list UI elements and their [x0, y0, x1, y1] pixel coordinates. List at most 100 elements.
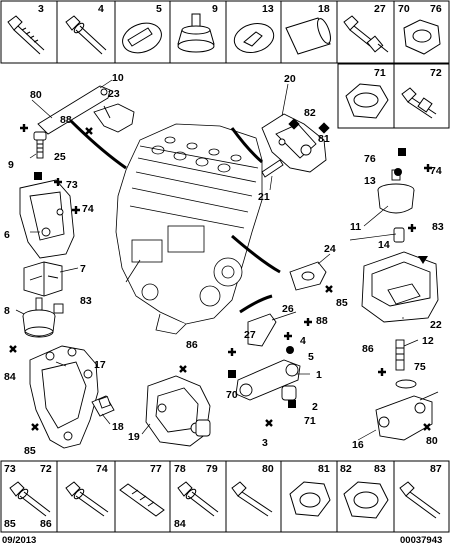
callout-71: 71 [304, 415, 316, 427]
cell-label-3: 3 [38, 3, 44, 15]
callout-75: 75 [414, 361, 426, 373]
cell-label-70: 70 [398, 3, 410, 15]
bottom-row-labels: 73 72 74 77 78 79 80 81 82 83 87 85 86 8… [4, 463, 442, 530]
callout-14: 14 [378, 239, 390, 251]
open-square-markers [53, 303, 111, 409]
flange-nut-large-icon [343, 481, 389, 519]
engine-mount-8 [22, 297, 56, 338]
cell-label-18: 18 [318, 3, 330, 15]
cell-label-72b: 72 [40, 463, 52, 475]
link-16 [375, 391, 439, 441]
callout-16: 16 [352, 439, 364, 451]
callout-25: 25 [54, 151, 66, 163]
bracket-26 [247, 313, 277, 347]
callout-79: 85 [24, 445, 36, 457]
cell-label-85: 85 [4, 518, 16, 530]
mount-19 [145, 375, 211, 447]
bracket-20 [261, 113, 327, 173]
callout-13: 13 [364, 175, 376, 187]
top-row-labels: 3 4 5 9 13 18 27 70 76 [38, 3, 442, 15]
cross-markers [9, 124, 432, 431]
nut-stud-icon [177, 13, 215, 53]
callout-85: 85 [336, 297, 348, 309]
stud-bolt-icon [343, 15, 389, 53]
callout-72b: 74 [82, 203, 94, 215]
washer-icon [122, 22, 162, 54]
cell-label-86: 86 [40, 518, 52, 530]
hex-nut-icon [403, 19, 441, 55]
callout-5: 5 [308, 351, 314, 363]
cell-label-4: 4 [98, 3, 104, 15]
bolt-icon [7, 15, 45, 55]
callout-77: 83 [80, 295, 92, 307]
callout-17: 17 [94, 359, 106, 371]
pin-icon [119, 483, 165, 517]
callout-70: 70 [226, 389, 238, 401]
shoulder-bolt-icon [401, 87, 437, 119]
long-bolt-icon [399, 481, 441, 519]
callout-19: 19 [128, 431, 140, 443]
bottom-parts-row [0, 460, 450, 533]
callout-21: 21 [258, 191, 270, 203]
engine-block [115, 123, 263, 335]
cell-label-27: 27 [374, 3, 386, 15]
callout-27: 27 [244, 329, 256, 341]
top-right-parts-block [337, 63, 450, 129]
bolt-icon [177, 481, 219, 517]
callout-1: 1 [316, 369, 322, 381]
sleeve-icon [285, 17, 331, 55]
callout-81: 81 [318, 133, 330, 145]
cell-label-71: 71 [374, 67, 386, 79]
callout-12: 12 [422, 335, 434, 347]
callout-10: 10 [112, 72, 124, 84]
cell-label-77: 77 [150, 463, 162, 475]
callout-9: 9 [8, 159, 14, 171]
leader-lines [15, 79, 419, 441]
callout-88: 88 [316, 315, 328, 327]
bracket-24 [289, 261, 327, 291]
bolt-icon-2 [231, 481, 273, 517]
stud-12 [395, 339, 405, 371]
callout-72a: 73 [66, 179, 78, 191]
callout-73: 80 [30, 89, 42, 101]
callout-3b: 3 [262, 437, 268, 449]
callout-76: 76 [364, 153, 376, 165]
cell-label-13: 13 [262, 3, 274, 15]
cell-label-9: 9 [212, 3, 218, 15]
callout-7: 7 [80, 263, 86, 275]
callout-6: 6 [4, 229, 10, 241]
callout-numbers: 10 80 23 88 25 9 73 74 6 7 83 8 84 17 18… [4, 72, 444, 457]
circle-markers [286, 168, 402, 354]
top-parts-row [0, 0, 450, 64]
flange-bolt-long-icon [65, 481, 109, 517]
cell-label-76: 76 [430, 3, 442, 15]
bolt-25 [33, 131, 47, 159]
rubber-block-7 [23, 261, 63, 297]
cell-label-72: 72 [430, 67, 442, 79]
bracket-10 [37, 85, 111, 135]
bracket-22 [361, 251, 439, 323]
cell-label-87: 87 [430, 463, 442, 475]
washer-right [395, 379, 417, 389]
top-row-part-icons [7, 13, 441, 55]
callout-80b: 80 [426, 435, 438, 447]
callout-18: 18 [112, 421, 124, 433]
flange-bolt-icon [65, 15, 107, 55]
callout-83: 83 [432, 221, 444, 233]
callout-82: 82 [304, 107, 316, 119]
cell-label-74: 74 [96, 463, 108, 475]
pin-21 [261, 159, 284, 178]
flange-bolt-icon [9, 481, 51, 517]
triangle-markers [418, 256, 428, 264]
callout-26: 26 [282, 303, 294, 315]
callout-20: 20 [284, 73, 296, 85]
bush-2 [281, 385, 297, 401]
flat-washer-icon [233, 23, 275, 53]
callout-22: 22 [430, 319, 442, 331]
callout-8: 8 [4, 305, 10, 317]
cell-label-79: 79 [206, 463, 218, 475]
cell-label-82: 82 [340, 463, 352, 475]
cell-label-83: 83 [374, 463, 386, 475]
callout-2: 2 [312, 401, 318, 413]
